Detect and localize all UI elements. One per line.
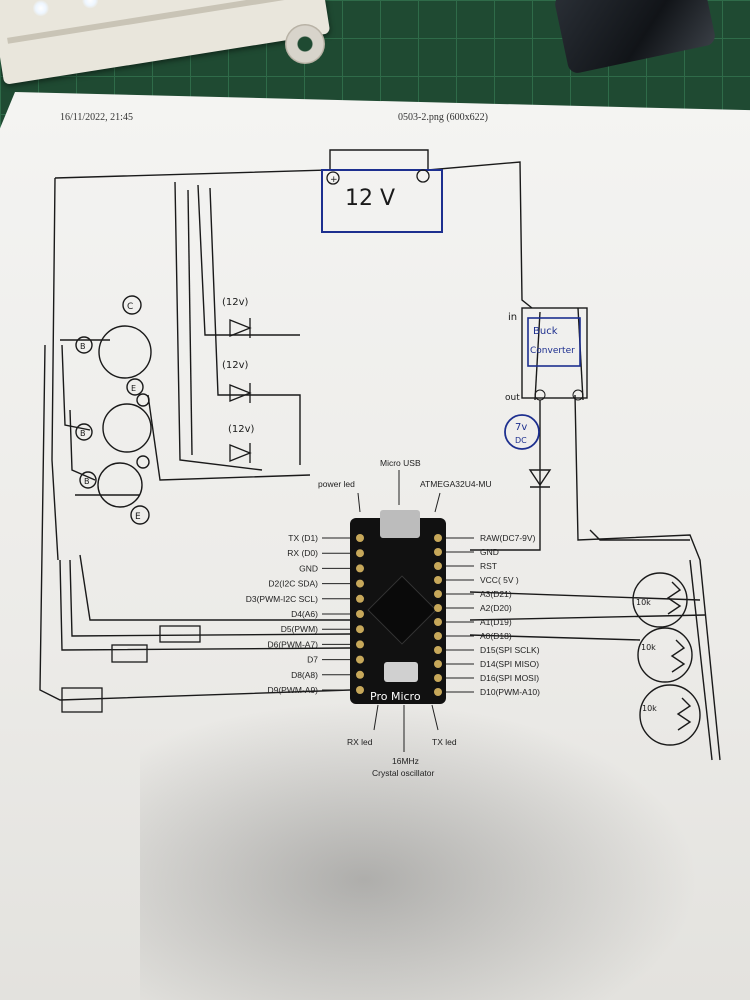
transistor-b-label: B (84, 477, 90, 486)
crystal-label: 16MHz (392, 756, 419, 766)
pin-hole (356, 549, 364, 558)
chip-label: ATMEGA32U4-MU (420, 479, 492, 489)
right-pin-label: RAW(DC7-9V) (480, 533, 536, 543)
crystal (384, 662, 418, 682)
chip (367, 575, 437, 645)
pin-hole (356, 594, 364, 603)
pin-hole (434, 590, 442, 598)
buck-label-2: Converter (530, 346, 575, 356)
pin-hole (434, 548, 442, 556)
led-symbols: (12v) (12v) (12v) (222, 297, 255, 463)
right-pin-label: D15(SPI SCLK) (480, 645, 540, 655)
usb-port (380, 510, 420, 538)
board-name: Pro Micro (370, 690, 421, 703)
led-label: (12v) (222, 360, 249, 371)
right-pin-label: D14(SPI MISO) (480, 659, 539, 669)
pin-holes (356, 534, 442, 696)
pin-hole (356, 625, 364, 634)
pot-label: 10k (641, 643, 656, 652)
transistors (75, 295, 152, 525)
pro-micro-board: Pro Micro (350, 510, 446, 704)
led-label: (12v) (228, 424, 255, 435)
buck-out-label: out (505, 393, 520, 403)
print-filename: 0503-2.png (600x622) (398, 112, 488, 123)
potentiometers (632, 572, 701, 746)
pin-hole (356, 534, 364, 542)
right-pin-label: RST (480, 561, 497, 571)
pot-label: 10k (636, 598, 651, 607)
pin-hole (434, 632, 442, 640)
left-pin-label: D2(I2C SDA) (268, 579, 318, 589)
pin-hole (434, 660, 442, 668)
pin-hole (356, 670, 364, 679)
right-pin-label: D16(SPI MOSI) (480, 673, 539, 683)
right-pin-label: GND (480, 547, 499, 557)
pin-hole (356, 640, 364, 649)
shadow (140, 700, 700, 1000)
left-pin-label: D9(PWM-A9) (267, 685, 318, 695)
buck-converter: in Buck Converter out 7v DC (504, 307, 588, 488)
micro-usb-label: Micro USB (380, 458, 421, 468)
pin-hole (356, 610, 364, 618)
print-date: 16/11/2022, 21:45 (60, 112, 133, 123)
left-pin-label: D5(PWM) (281, 624, 318, 634)
right-pin-label: A1(D19) (480, 617, 512, 627)
transistor-c-label: C (127, 302, 133, 312)
led-label: (12v) (222, 297, 249, 308)
wires (39, 149, 721, 761)
pot-label: 10k (642, 704, 657, 713)
pin-hole (434, 674, 442, 682)
left-pin-label: RX (D0) (287, 548, 318, 558)
washer (285, 24, 325, 64)
annotation-arrows (357, 470, 441, 752)
transistor-b-label: B (80, 342, 86, 351)
pin-hole (434, 688, 442, 696)
left-pin-label: D4(A6) (291, 609, 318, 619)
left-pin-label: D3(PWM-I2C SCL) (246, 594, 318, 604)
transistor-b-label: B (80, 429, 86, 438)
power-led-label: power led (318, 479, 355, 489)
pin-hole (434, 534, 442, 542)
pin-hole (356, 655, 364, 664)
right-pin-label: A3(D21) (480, 589, 512, 599)
transistor-e-label: E (131, 384, 136, 393)
crystal-label-2: Crystal oscillator (372, 768, 435, 778)
pin-hole (356, 564, 364, 573)
pin-labels: TX (D1) RX (D0) GND D2(I2C SDA) D3(PWM-I2C S… (246, 533, 540, 697)
transistor-e-label: E (135, 512, 141, 522)
left-pin-label: D6(PWM-A7) (267, 639, 318, 649)
buck-label: Buck (533, 326, 558, 337)
pin-hole (434, 604, 442, 612)
buck-voltage: 7v (515, 422, 527, 433)
buck-dc: DC (515, 436, 527, 445)
left-pin-label: D8(A8) (291, 670, 318, 680)
buck-in-label: in (508, 312, 517, 323)
right-pin-label: A0(D18) (480, 631, 512, 641)
pin-hole (356, 686, 364, 694)
pin-hole (434, 646, 442, 654)
pin-hole (434, 618, 442, 626)
diode-icon (528, 469, 552, 488)
tx-led-label: TX led (432, 737, 457, 747)
right-pin-label: VCC( 5V ) (480, 575, 519, 585)
battery-voltage: 12 V (345, 186, 395, 211)
rx-led-label: RX led (347, 737, 373, 747)
battery-plus: + (330, 175, 338, 185)
pin-hole (434, 576, 442, 584)
pin-hole (356, 579, 364, 588)
battery: + 12 V (321, 169, 443, 233)
right-pin-label: A2(D20) (480, 603, 512, 613)
resistors (61, 625, 201, 713)
left-pin-label: D7 (307, 655, 318, 665)
left-pin-label: GND (299, 563, 318, 573)
pin-hole (434, 562, 442, 570)
left-pin-label: TX (D1) (288, 533, 318, 543)
right-pin-label: D10(PWM-A10) (480, 687, 540, 697)
